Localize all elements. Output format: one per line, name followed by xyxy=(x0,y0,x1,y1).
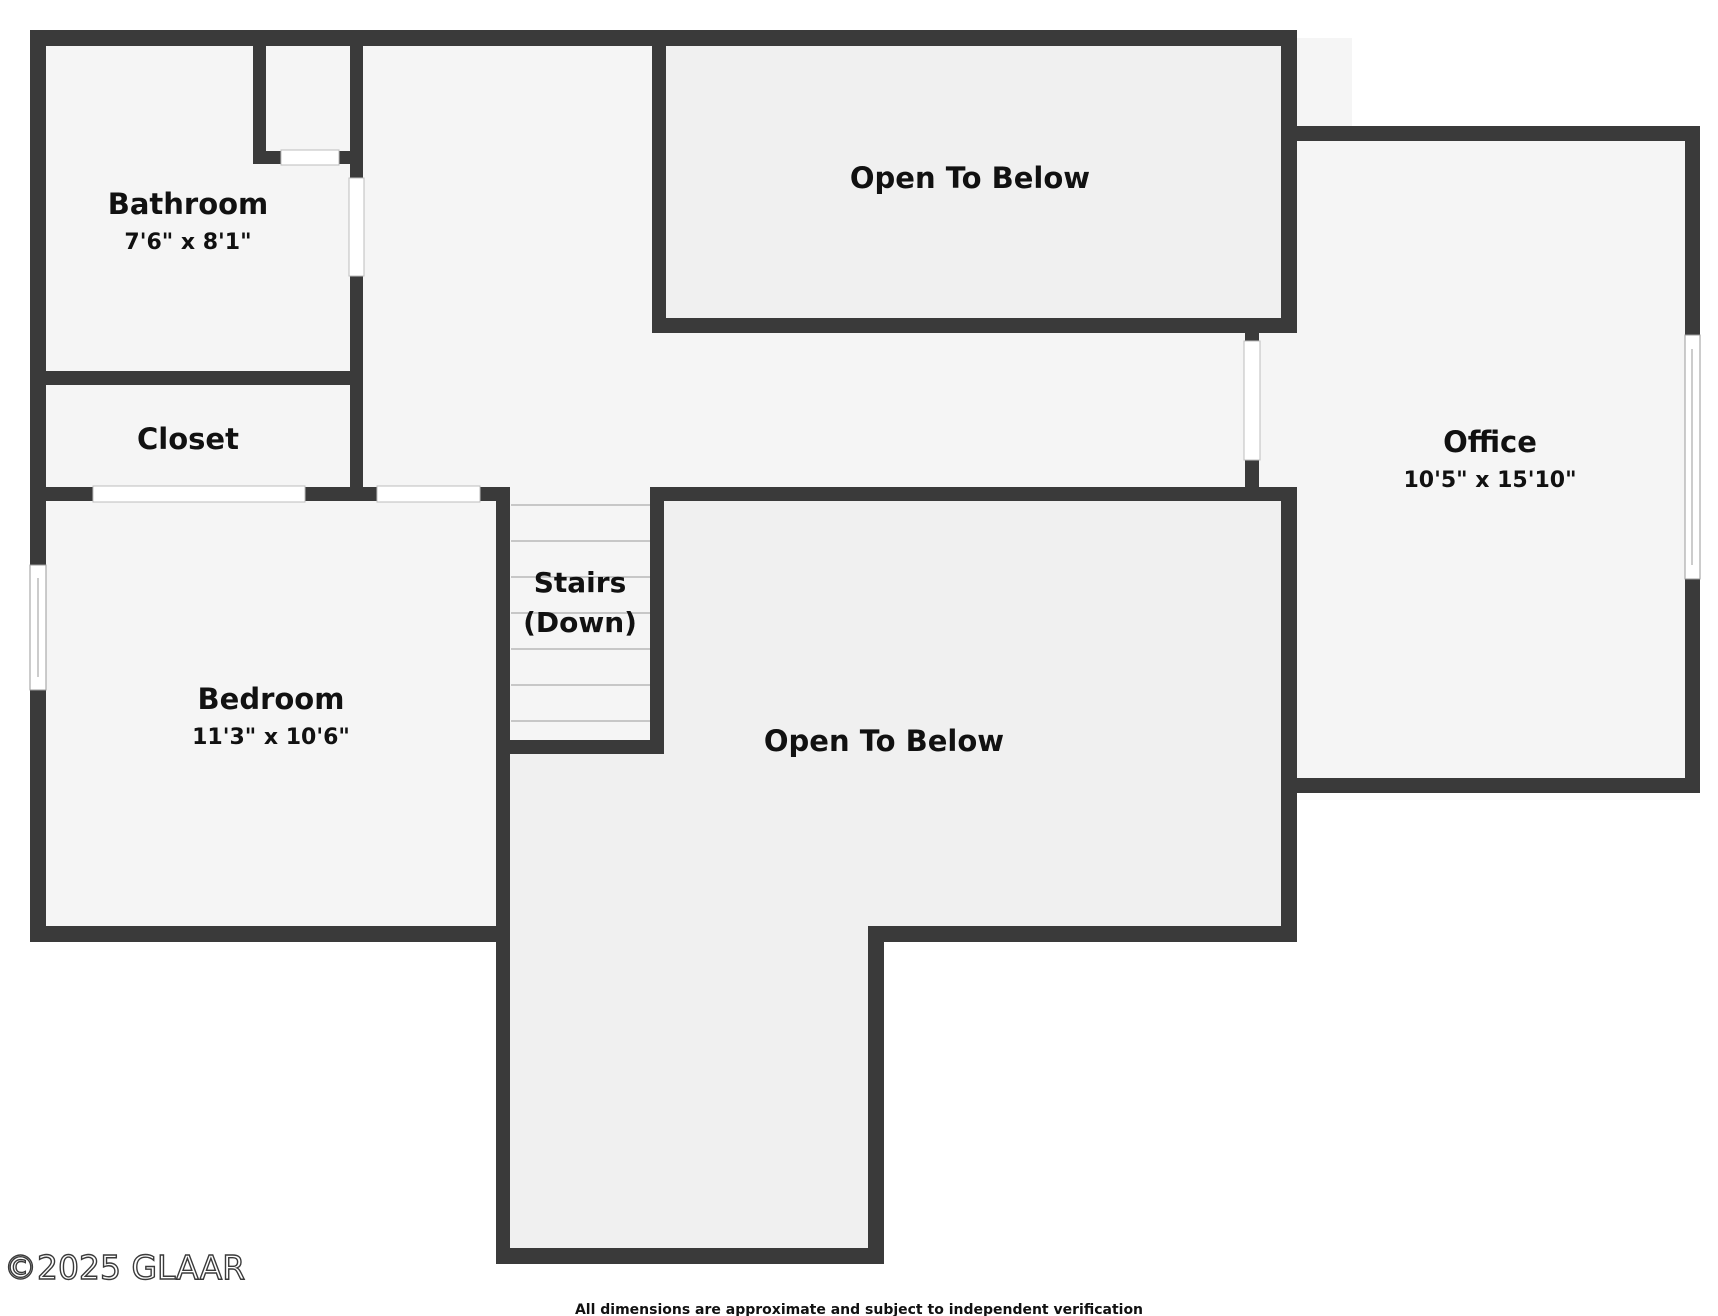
wall-closet-bottom-mid xyxy=(305,487,377,501)
room-labels: Bathroom 7'6" x 8'1" Closet Bedroom 11'3… xyxy=(108,161,1577,758)
open-to-below-bottom-floor xyxy=(505,495,1288,1256)
stairs-direction-label: (Down) xyxy=(523,606,637,639)
office-dims: 10'5" x 15'10" xyxy=(1403,468,1576,493)
wall-bedroom-top-right xyxy=(480,487,510,501)
bathroom-floor xyxy=(33,38,359,379)
bedroom-dims: 11'3" x 10'6" xyxy=(192,725,350,750)
wall-small-closet-bottom-left xyxy=(253,151,281,164)
stair-treads xyxy=(511,504,651,722)
wall-bedroom-right xyxy=(496,487,510,949)
copyright-watermark: ©2025 GLAAR xyxy=(4,1248,245,1287)
closet-label: Closet xyxy=(137,422,239,456)
wall-office-bottom xyxy=(1281,778,1700,793)
wall-open-top-right xyxy=(1281,30,1297,333)
wall-closet-bottom-left xyxy=(30,487,93,501)
small-closet-door xyxy=(280,149,340,166)
bedroom-label: Bedroom xyxy=(198,682,345,716)
bathroom-label: Bathroom xyxy=(108,187,269,221)
open-to-below-top-label: Open To Below xyxy=(850,161,1090,195)
wall-bedroom-bottom xyxy=(30,926,508,942)
wall-office-door-upper-jamb xyxy=(1245,318,1259,341)
open-to-below-bottom-label: Open To Below xyxy=(764,724,1004,758)
stairs-floor xyxy=(505,495,656,752)
wall-stairs-bottom xyxy=(496,740,664,754)
wall-small-closet-left xyxy=(253,30,266,164)
floor-fills xyxy=(33,38,1693,1256)
wall-hall-bottom xyxy=(650,487,1297,501)
wall-office-right-lower xyxy=(1685,579,1700,793)
wall-open-top-left xyxy=(652,30,666,333)
wall-left-lower xyxy=(30,690,46,942)
office-floor xyxy=(1287,133,1693,786)
bathroom-dims: 7'6" x 8'1" xyxy=(124,230,251,255)
bathroom-door xyxy=(348,177,365,277)
wall-small-closet-right xyxy=(350,30,363,164)
openings xyxy=(29,149,1701,691)
disclaimer-text: All dimensions are approximate and subje… xyxy=(575,1302,1143,1316)
wall-office-door-lower-jamb xyxy=(1245,460,1259,501)
wall-open-top-bottom xyxy=(652,318,1297,333)
wall-office-right-upper xyxy=(1685,126,1700,335)
closet-door xyxy=(92,485,306,503)
wall-bathroom-bottom xyxy=(30,371,363,385)
wall-bathroom-right-upper xyxy=(350,151,363,178)
open-to-below-top-floor xyxy=(659,38,1288,325)
wall-open-bottom-bottom xyxy=(496,1248,884,1264)
closet-floor xyxy=(33,379,359,495)
wall-open-bottom-right-step xyxy=(868,926,1297,942)
office-label: Office xyxy=(1443,425,1537,459)
wall-left-upper xyxy=(30,30,46,565)
wall-open-bottom-inner-right xyxy=(868,926,884,1264)
office-door xyxy=(1243,340,1261,461)
walls xyxy=(30,30,1700,1264)
wall-office-top xyxy=(1281,126,1700,141)
wall-bathroom-right-lower xyxy=(350,276,363,496)
wall-office-left-lower xyxy=(1281,487,1297,942)
bedroom-floor xyxy=(33,495,505,932)
wall-stairs-right xyxy=(650,487,664,753)
stairs-label: Stairs xyxy=(534,566,627,599)
bedroom-door xyxy=(376,485,481,503)
wall-open-bottom-left xyxy=(496,926,510,1264)
